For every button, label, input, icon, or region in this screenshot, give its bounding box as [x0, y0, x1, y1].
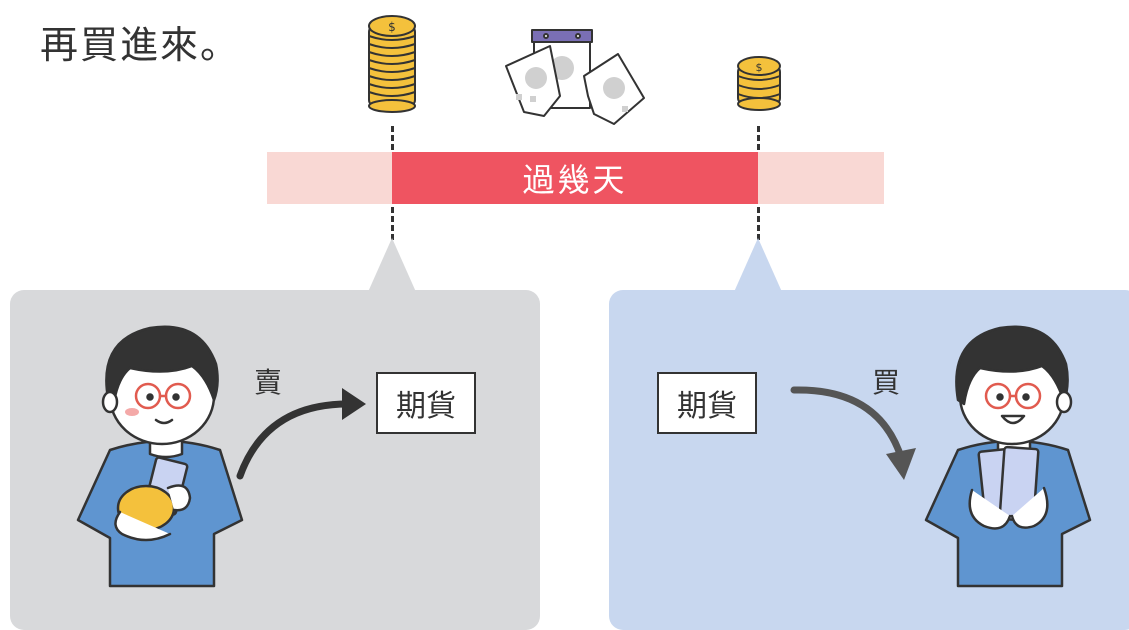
panel-pointer-right: [734, 238, 782, 292]
buy-label: 買: [872, 366, 901, 399]
timeline-period: 過幾天: [392, 152, 758, 204]
svg-text:$: $: [756, 61, 763, 74]
futures-box-buy: 期貨: [657, 372, 757, 434]
person-cash-icon: [924, 325, 1092, 588]
svg-text:$: $: [388, 20, 396, 34]
coin-stack-icon: $: [368, 15, 416, 113]
coin-stack-icon: $: [737, 56, 781, 111]
timeline-label: 過幾天: [522, 161, 628, 199]
person-wallet-icon: [76, 325, 244, 588]
calendar-icon: [505, 29, 645, 125]
futures-label: 期貨: [396, 389, 456, 424]
futures-label: 期貨: [677, 389, 737, 424]
curved-arrow-icon: [236, 388, 366, 480]
heading: 再買進來。: [40, 23, 241, 67]
panel-pointer-left: [368, 238, 416, 292]
futures-box-sell: 期貨: [376, 372, 476, 434]
sell-panel: [10, 290, 540, 630]
sell-label: 賣: [254, 366, 283, 399]
curved-arrow-icon: [790, 386, 916, 480]
